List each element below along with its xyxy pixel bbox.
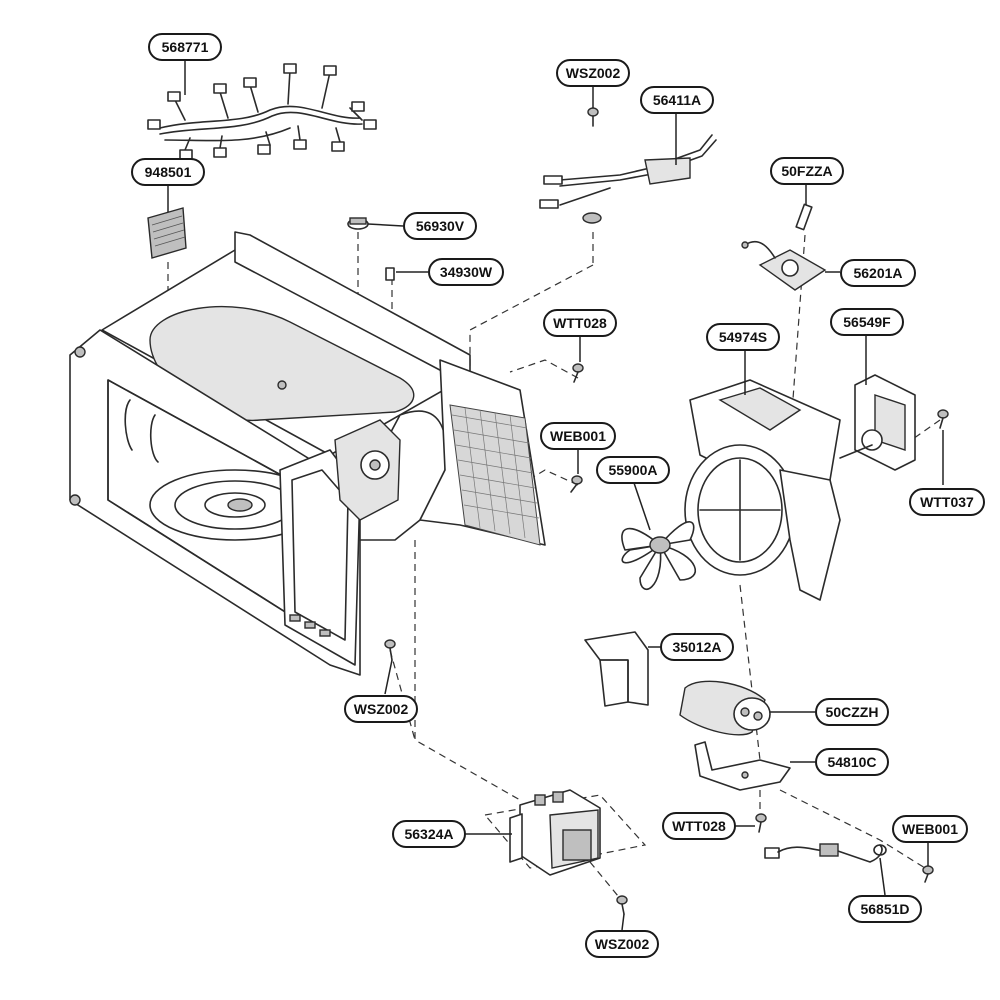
capacitor-bracket-drawing (584, 631, 649, 707)
ground-wire-drawing (764, 843, 887, 863)
part-label-34930W: 34930W (428, 258, 504, 286)
thermostat-drawing (347, 217, 395, 281)
part-label-56930V: 56930V (403, 212, 477, 240)
part-label-35012A: 35012A (660, 633, 734, 661)
screw-web001-mid-drawing (570, 475, 583, 493)
part-label-50CZZH: 50CZZH (815, 698, 889, 726)
part-label-50FZZA: 50FZZA (770, 157, 844, 185)
screw-wtt037-drawing (937, 409, 949, 429)
part-label-web001-mid: WEB001 (540, 422, 616, 450)
part-label-wsz002-left: WSZ002 (344, 695, 418, 723)
part-label-54974S: 54974S (706, 323, 780, 351)
capacitor-drawing (679, 680, 771, 736)
part-label-55900A: 55900A (596, 456, 670, 484)
part-label-wtt028-top: WTT028 (543, 309, 617, 337)
part-label-56324A: 56324A (392, 820, 466, 848)
screw-web001-lower-drawing (922, 865, 934, 883)
screw-wtt028-lower-drawing (755, 813, 767, 833)
wire-harness-drawing (147, 63, 377, 160)
part-label-56549F: 56549F (830, 308, 904, 336)
fan-blade-drawing (621, 521, 697, 590)
magnetron-drawing (509, 789, 601, 876)
part-label-56851D: 56851D (848, 895, 922, 923)
insulation-pad-drawing (147, 207, 187, 259)
part-label-web001-lower: WEB001 (892, 815, 968, 843)
mounting-bracket-drawing (694, 741, 791, 791)
callout-leader-lines (167, 60, 944, 931)
screw-wtt028-top-drawing (572, 363, 584, 383)
part-label-wtt028-lower: WTT028 (662, 812, 736, 840)
part-label-56201A: 56201A (840, 259, 916, 287)
part-label-948501: 948501 (131, 158, 205, 186)
fan-duct-drawing (684, 379, 841, 601)
fuse-and-board-drawing (741, 203, 827, 291)
part-label-568771: 568771 (148, 33, 222, 61)
fan-motor-drawing (839, 374, 916, 471)
power-cord-drawing (539, 134, 717, 224)
part-label-wtt037: WTT037 (909, 488, 985, 516)
part-label-56411A: 56411A (640, 86, 714, 114)
part-label-wsz002-top: WSZ002 (556, 59, 630, 87)
oven-cavity-drawing (69, 231, 546, 676)
screw-bottom-drawings (384, 639, 628, 915)
screw-top-drawing (587, 107, 599, 127)
part-label-54810C: 54810C (815, 748, 889, 776)
part-label-wsz002-bottom: WSZ002 (585, 930, 659, 958)
